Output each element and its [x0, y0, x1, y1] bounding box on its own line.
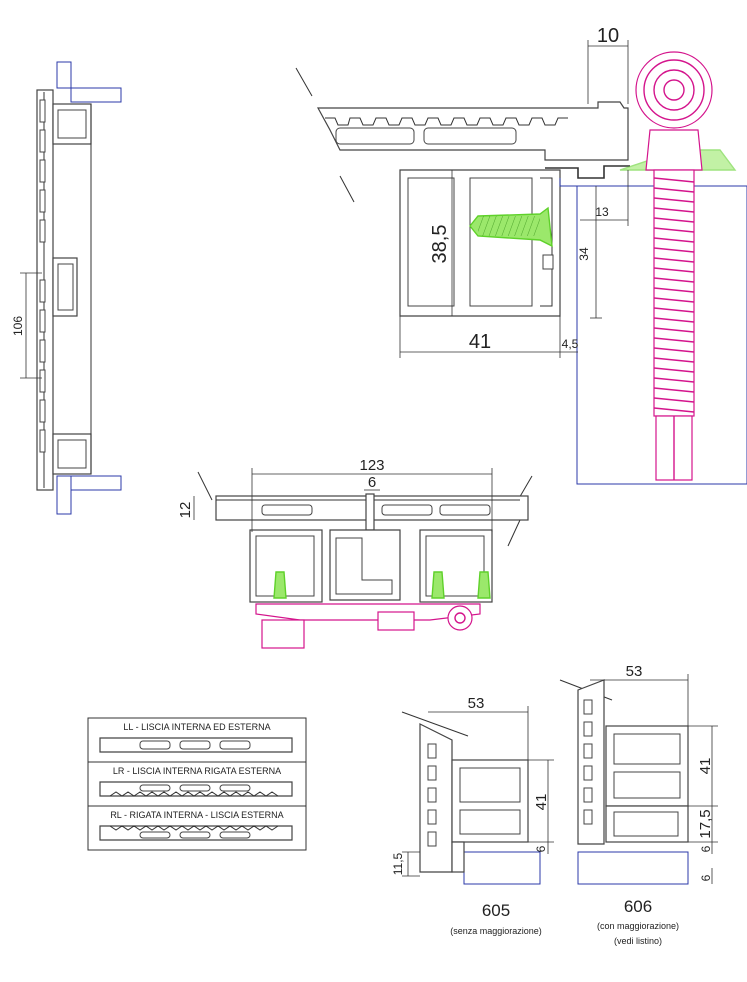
dimension-41-left: 41 [533, 794, 550, 811]
legend-lr: LR - LISCIA INTERNA RIGATA ESTERNA [113, 766, 281, 776]
dimension-123: 123 [359, 457, 384, 474]
mounting-screw-top [469, 206, 553, 248]
dimension-11-5: 11,5 [391, 852, 405, 875]
threaded-bolt [653, 169, 695, 481]
section-606-note-1: (con maggiorazione) [597, 921, 679, 931]
dimension-6-mid: 6 [368, 474, 376, 491]
dimension-41-right: 41 [697, 758, 714, 775]
section-606-drawing: 53 41 17,5 6 6 606 (con maggiorazione) (… [559, 663, 718, 946]
dimension-12: 12 [177, 502, 194, 519]
section-606-note-2: (vedi listino) [614, 936, 662, 946]
plan-screws [273, 571, 491, 599]
dimension-34: 34 [577, 247, 591, 261]
dimension-10: 10 [597, 25, 619, 47]
board-606 [577, 679, 605, 845]
wall-hatch-top-ledge [70, 87, 122, 103]
floor-hatch-605 [463, 851, 541, 885]
legend-ll: LL - LISCIA INTERNA ED ESTERNA [123, 722, 270, 732]
legend-board-ll [99, 737, 293, 753]
legend-rl: RL - RIGATA INTERNA - LISCIA ESTERNA [110, 810, 283, 820]
dimension-6-left: 6 [534, 845, 548, 852]
dimension-53-left: 53 [468, 695, 485, 712]
plan-hinge-hardware [255, 603, 481, 649]
floor-hatch-606 [577, 851, 689, 885]
section-605-code: 605 [482, 901, 510, 920]
dimension-41-top: 41 [469, 331, 491, 353]
vertical-section-drawing: 106 [11, 61, 122, 515]
wall-hatch-bottom-ledge [70, 475, 122, 491]
section-605-drawing: 53 41 6 11,5 605 (senza maggiorazione) [391, 695, 554, 936]
wall-hatch-top [56, 61, 72, 89]
board-type-legend: LL - LISCIA INTERNA ED ESTERNA LR - LISC… [87, 717, 307, 851]
section-605-note: (senza maggiorazione) [450, 926, 542, 936]
dimension-38-5: 38,5 [429, 225, 451, 264]
legend-frame [87, 717, 307, 851]
legend-board-lr [99, 781, 293, 797]
plan-joint-clip [365, 493, 375, 531]
dimension-106: 106 [11, 316, 25, 336]
dimension-6-right-a: 6 [699, 845, 713, 852]
dimension-6-right-b: 6 [699, 874, 713, 881]
vertical-board-slots [39, 99, 46, 453]
section-606-code: 606 [624, 897, 652, 916]
mounting-bracket [545, 165, 630, 179]
plan-detail-drawing: 123 6 12 [177, 457, 533, 649]
wall-hatch-bottom [56, 475, 72, 515]
top-detail-drawing: 10 13 34 38,5 41 4,5 [295, 25, 747, 485]
dimension-13: 13 [595, 205, 609, 219]
legend-board-rl [99, 825, 293, 841]
dimension-17-5: 17,5 [697, 809, 714, 838]
dimension-4-5: 4,5 [562, 337, 579, 351]
dimension-53-right: 53 [626, 663, 643, 680]
roller-assembly [635, 51, 713, 481]
